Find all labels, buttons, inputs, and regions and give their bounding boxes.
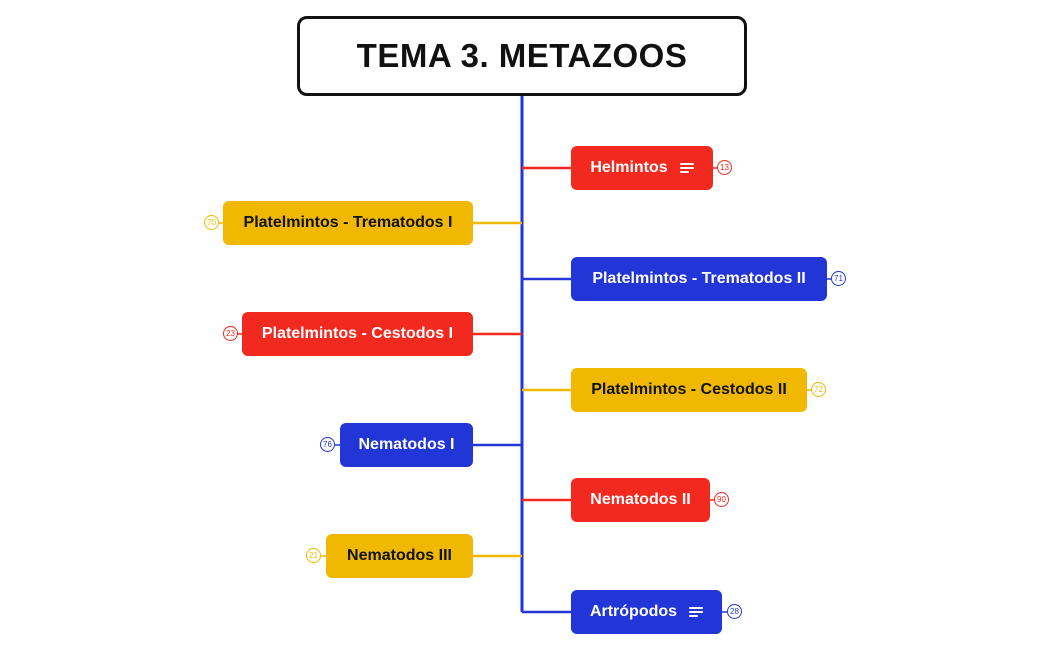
topic-cestodos-ii[interactable]: Platelmintos - Cestodos II bbox=[571, 368, 807, 412]
topic-label: Nematodos II bbox=[590, 491, 691, 508]
topic-count-badge[interactable]: 76 bbox=[320, 437, 335, 452]
topic-count-badge[interactable]: 13 bbox=[717, 160, 732, 175]
topic-nematodos-iii[interactable]: Nematodos III bbox=[326, 534, 473, 578]
topic-helmintos[interactable]: Helmintos bbox=[571, 146, 713, 190]
topic-label: Nematodos I bbox=[358, 436, 455, 453]
topic-count-badge[interactable]: 71 bbox=[831, 271, 846, 286]
topic-count-badge[interactable]: 90 bbox=[714, 492, 729, 507]
topic-cestodos-i[interactable]: Platelmintos - Cestodos I bbox=[242, 312, 473, 356]
topic-label: Nematodos III bbox=[347, 547, 452, 564]
topic-label: Platelmintos - Cestodos I bbox=[261, 325, 454, 342]
topic-label: Helmintos bbox=[590, 159, 668, 176]
root-topic-title[interactable]: TEMA 3. METAZOOS bbox=[297, 16, 747, 96]
topic-count-badge[interactable]: 23 bbox=[223, 326, 238, 341]
topic-label: Platelmintos - Trematodos I bbox=[243, 214, 453, 231]
topic-label: Platelmintos - Cestodos II bbox=[591, 381, 787, 398]
topic-trematodos-ii[interactable]: Platelmintos - Trematodos II bbox=[571, 257, 827, 301]
topic-artropodos[interactable]: Artrópodos bbox=[571, 590, 722, 634]
topic-count-badge[interactable]: 72 bbox=[811, 382, 826, 397]
topic-count-badge[interactable]: 70 bbox=[204, 215, 219, 230]
topic-trematodos-i[interactable]: Platelmintos - Trematodos I bbox=[223, 201, 473, 245]
topic-label: Platelmintos - Trematodos II bbox=[592, 270, 806, 287]
topic-label: Artrópodos bbox=[589, 603, 678, 620]
topic-count-badge[interactable]: 21 bbox=[306, 548, 321, 563]
notes-icon[interactable] bbox=[689, 606, 704, 618]
topic-nematodos-i[interactable]: Nematodos I bbox=[340, 423, 473, 467]
topic-nematodos-ii[interactable]: Nematodos II bbox=[571, 478, 710, 522]
topic-count-badge[interactable]: 28 bbox=[727, 604, 742, 619]
notes-icon[interactable] bbox=[679, 162, 694, 174]
